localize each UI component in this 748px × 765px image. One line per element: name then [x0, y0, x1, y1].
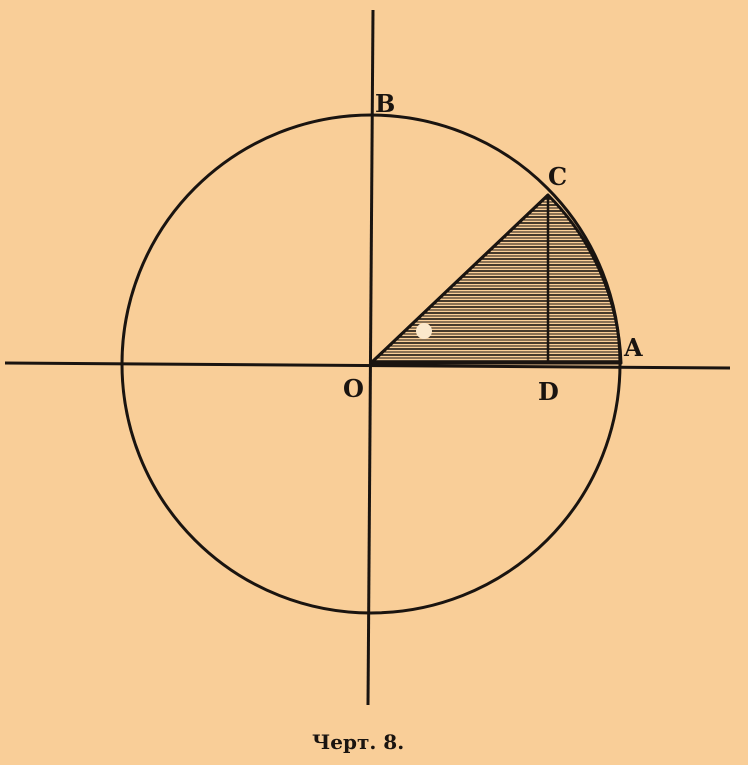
label-point-a: A	[623, 333, 643, 362]
figure-caption: Черт. 8.	[312, 730, 404, 754]
label-point-b: B	[375, 89, 395, 118]
hatched-sector-region	[369, 193, 623, 365]
horizontal-axis	[4, 361, 731, 370]
radius-oc	[369, 193, 550, 365]
paper-blemish	[416, 323, 432, 339]
label-point-o: O	[343, 374, 364, 403]
label-point-d: D	[538, 377, 559, 406]
vertical-axis	[366, 9, 375, 706]
label-point-c: C	[548, 162, 567, 191]
